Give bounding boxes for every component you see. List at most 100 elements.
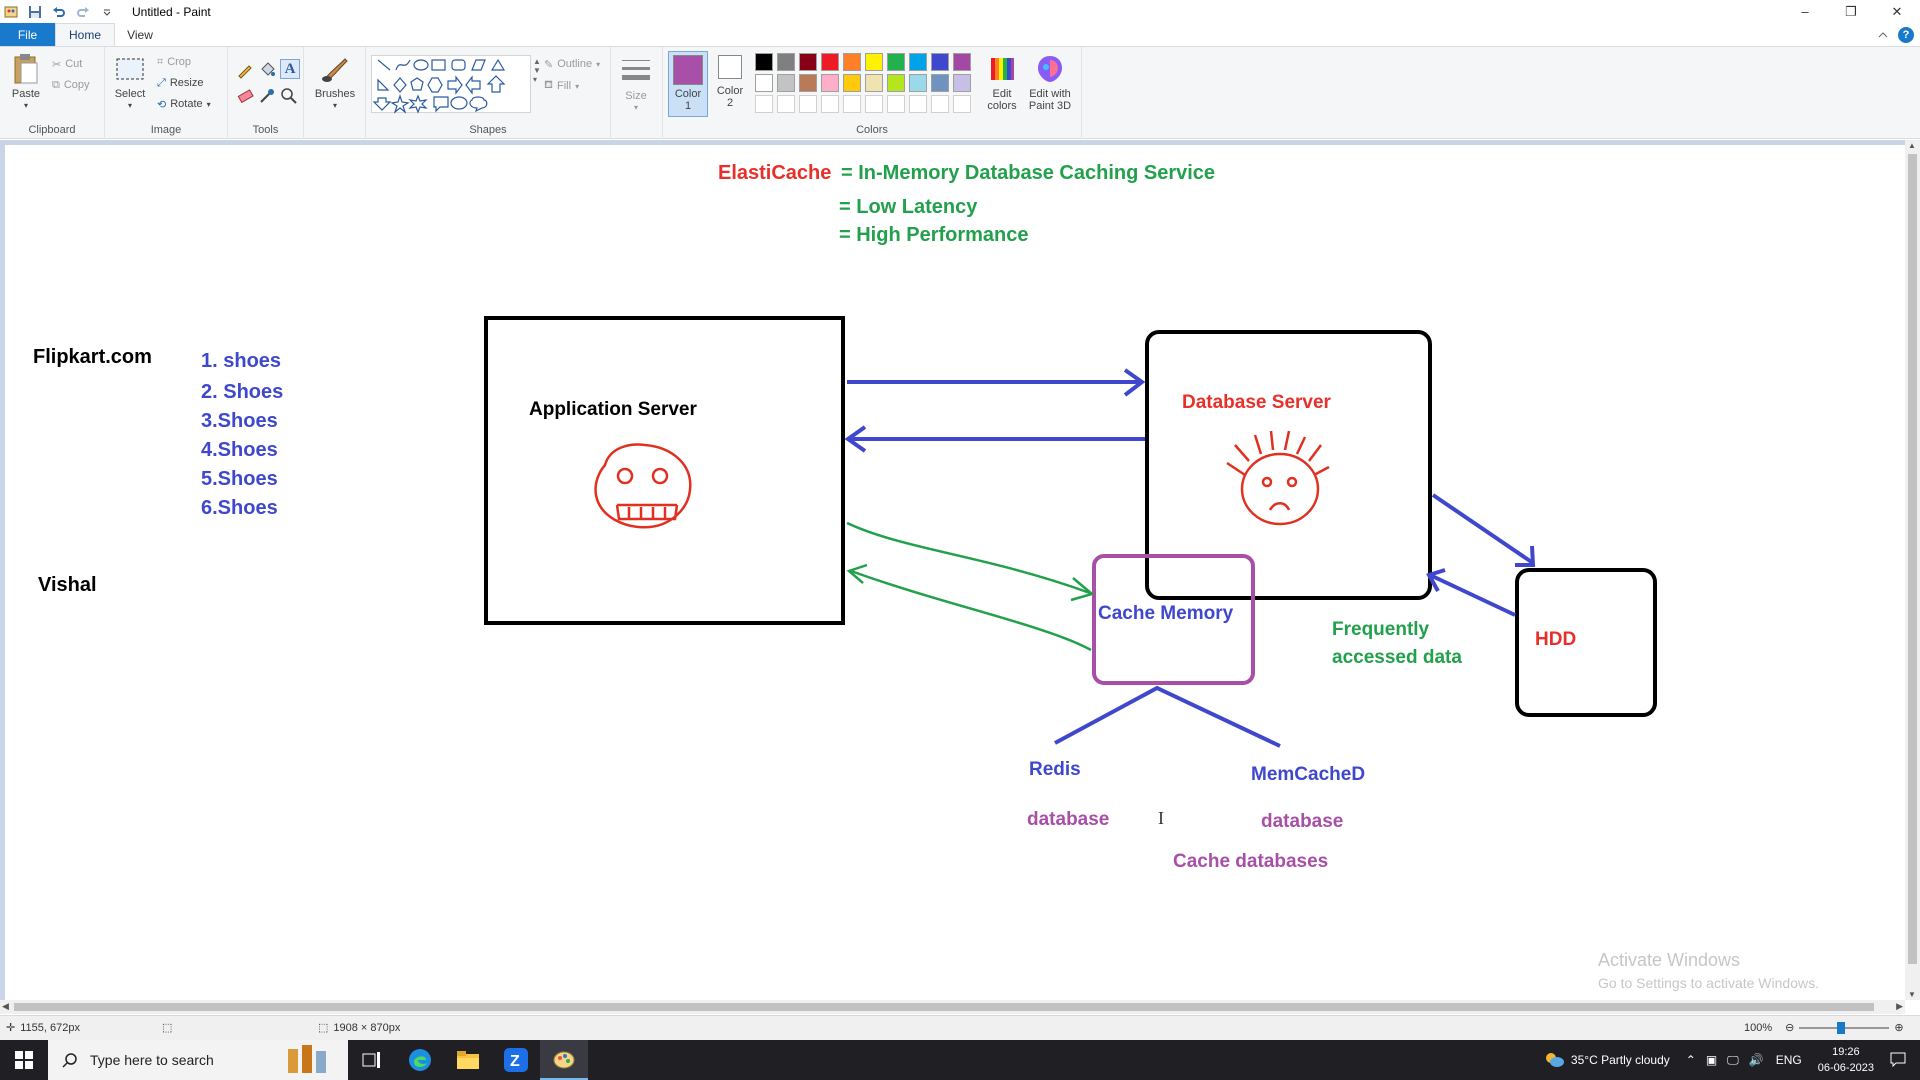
start-button[interactable] xyxy=(0,1040,48,1080)
file-explorer-icon[interactable] xyxy=(444,1040,492,1080)
volume-icon[interactable]: 🔊 xyxy=(1748,1053,1764,1067)
shapes-group-label: Shapes xyxy=(469,124,507,136)
palette-swatch[interactable] xyxy=(865,95,883,113)
palette-swatch[interactable] xyxy=(953,95,971,113)
cut-button[interactable]: ✂ Cut xyxy=(52,55,82,73)
taskbar-search[interactable]: Type here to search xyxy=(48,1040,348,1080)
crop-button[interactable]: ⌗ Crop xyxy=(157,53,191,71)
paste-button[interactable]: Paste ▾ xyxy=(8,53,44,112)
palette-swatch[interactable] xyxy=(931,53,949,71)
palette-swatch[interactable] xyxy=(909,95,927,113)
weather-text[interactable]: 35°C Partly cloudy xyxy=(1570,1053,1670,1067)
paint3d-icon xyxy=(1034,53,1066,85)
palette-swatch[interactable] xyxy=(953,53,971,71)
scroll-left-icon[interactable]: ◀ xyxy=(2,1001,9,1011)
color2-button[interactable]: Color 2 xyxy=(712,55,748,109)
palette-swatch[interactable] xyxy=(887,95,905,113)
help-icon[interactable]: ? xyxy=(1898,27,1914,43)
eraser-icon[interactable] xyxy=(236,87,254,108)
show-hidden-icons-chevron-icon[interactable]: ⌃ xyxy=(1685,1053,1696,1067)
edit-colors-label-line2: colors xyxy=(987,100,1017,112)
zoom-in-icon[interactable]: ⊕ xyxy=(1894,1022,1904,1034)
scroll-up-icon[interactable]: ▲ xyxy=(1908,141,1916,150)
zoom-slider[interactable] xyxy=(1799,1021,1890,1034)
palette-swatch[interactable] xyxy=(909,53,927,71)
notifications-icon[interactable] xyxy=(1890,1051,1906,1070)
color1-button[interactable]: Color 1 xyxy=(668,51,708,117)
palette-swatch[interactable] xyxy=(931,74,949,92)
paint-app-icon xyxy=(4,5,18,19)
copy-button[interactable]: ⧉ Copy xyxy=(52,76,90,94)
pencil-icon[interactable] xyxy=(236,61,254,82)
palette-swatch[interactable] xyxy=(777,53,795,71)
close-button[interactable]: ✕ xyxy=(1891,3,1903,19)
palette-swatch[interactable] xyxy=(843,95,861,113)
tab-file[interactable]: File xyxy=(0,23,55,46)
horizontal-scrollbar[interactable]: ◀ ▶ xyxy=(0,1000,1905,1014)
customize-toolbar-chevron-icon[interactable] xyxy=(100,5,114,19)
palette-swatch[interactable] xyxy=(799,95,817,113)
palette-swatch[interactable] xyxy=(843,53,861,71)
minimize-button[interactable]: – xyxy=(1801,4,1809,19)
save-icon[interactable] xyxy=(28,5,42,19)
redo-icon[interactable] xyxy=(76,5,90,19)
size-button[interactable]: Size ▾ xyxy=(616,55,656,114)
text-tool-icon[interactable]: A xyxy=(280,59,300,79)
paint-taskbar-icon[interactable] xyxy=(540,1040,588,1080)
shapes-gallery[interactable] xyxy=(371,55,531,114)
language-indicator[interactable]: ENG xyxy=(1775,1053,1802,1067)
palette-swatch[interactable] xyxy=(821,95,839,113)
palette-swatch[interactable] xyxy=(865,74,883,92)
outline-button[interactable]: ✎ Outline ▾ xyxy=(544,58,601,71)
horizontal-scroll-thumb[interactable] xyxy=(14,1003,1874,1011)
title-elasticache: ElastiCache xyxy=(718,162,832,184)
network-icon[interactable]: 🖵 xyxy=(1727,1052,1739,1067)
palette-swatch[interactable] xyxy=(799,53,817,71)
collapse-ribbon-icon[interactable] xyxy=(1878,28,1888,42)
vertical-scrollbar[interactable]: ▲ ▼ xyxy=(1905,140,1920,1000)
palette-swatch[interactable] xyxy=(755,74,773,92)
meet-now-icon[interactable]: ▣ xyxy=(1705,1053,1718,1067)
resize-button[interactable]: ⤢ Resize xyxy=(157,74,203,92)
palette-swatch[interactable] xyxy=(931,95,949,113)
shapes-scroll-icon[interactable]: ▲▼▾ xyxy=(533,57,541,84)
rotate-button[interactable]: ⟲ Rotate ▾ xyxy=(157,98,211,111)
edit-with-paint3d-button[interactable]: Edit with Paint 3D xyxy=(1022,53,1078,112)
select-button[interactable]: Select ▾ xyxy=(113,53,147,112)
clock[interactable]: 19:26 06-06-2023 xyxy=(1818,1044,1874,1076)
tab-view[interactable]: View xyxy=(127,27,153,42)
palette-swatch[interactable] xyxy=(755,53,773,71)
maximize-button[interactable]: ❐ xyxy=(1845,3,1857,19)
scroll-down-icon[interactable]: ▼ xyxy=(1908,990,1916,999)
low-latency-text: = Low Latency xyxy=(839,196,978,218)
palette-swatch[interactable] xyxy=(821,74,839,92)
palette-swatch[interactable] xyxy=(887,74,905,92)
palette-swatch[interactable] xyxy=(843,74,861,92)
drawing-canvas[interactable]: ElastiCache = In-Memory Database Caching… xyxy=(5,145,1905,1000)
palette-swatch[interactable] xyxy=(953,74,971,92)
fill-bucket-icon[interactable] xyxy=(258,61,276,82)
tab-home[interactable]: Home xyxy=(55,23,115,46)
status-bar: ✛ 1155, 672px ⬚ ⬚ 1908 × 870px 100% ⊖ ⊕ xyxy=(0,1015,1920,1040)
palette-swatch[interactable] xyxy=(777,74,795,92)
color-picker-icon[interactable] xyxy=(258,87,276,108)
zoom-app-icon[interactable]: Z xyxy=(492,1040,540,1080)
palette-swatch[interactable] xyxy=(909,74,927,92)
vertical-scroll-thumb[interactable] xyxy=(1908,154,1917,964)
zoom-out-icon[interactable]: ⊖ xyxy=(1785,1022,1795,1034)
palette-swatch[interactable] xyxy=(799,74,817,92)
fill-button[interactable]: ⛾ Fill ▾ xyxy=(544,79,580,92)
undo-icon[interactable] xyxy=(52,5,66,19)
magnifier-icon[interactable] xyxy=(280,87,298,108)
weather-icon[interactable] xyxy=(1543,1050,1565,1071)
brushes-button[interactable]: Brushes ▾ xyxy=(312,53,358,112)
edge-browser-icon[interactable] xyxy=(396,1040,444,1080)
palette-swatch[interactable] xyxy=(865,53,883,71)
palette-swatch[interactable] xyxy=(777,95,795,113)
task-view-icon[interactable] xyxy=(348,1040,396,1080)
scroll-right-icon[interactable]: ▶ xyxy=(1896,1001,1903,1011)
palette-swatch[interactable] xyxy=(755,95,773,113)
edit-colors-button[interactable]: Edit colors xyxy=(979,53,1025,112)
palette-swatch[interactable] xyxy=(887,53,905,71)
palette-swatch[interactable] xyxy=(821,53,839,71)
